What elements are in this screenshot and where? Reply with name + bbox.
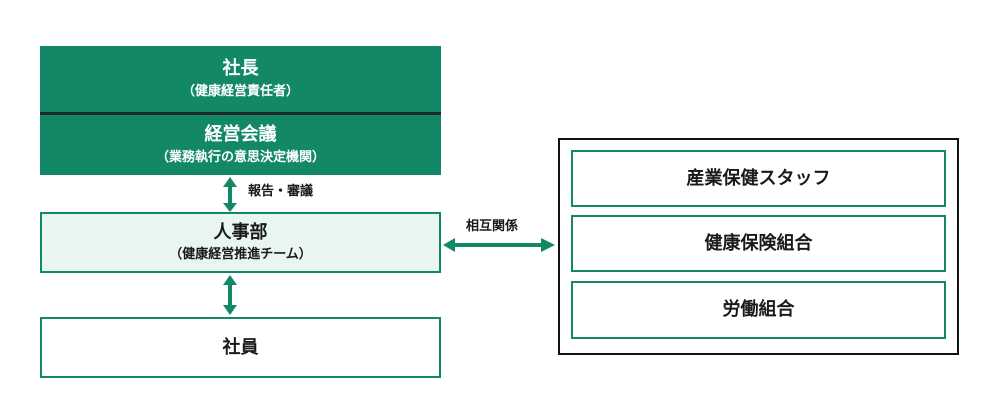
right-item-label: 産業保健スタッフ	[686, 167, 831, 189]
right-item-health-insurance: 健康保険組合	[571, 215, 946, 272]
hr-department-title: 人事部	[213, 221, 268, 243]
management-meeting-subtitle: （業務執行の意思決定機関）	[155, 149, 325, 165]
hr-department-subtitle: （健康経営推進チーム）	[169, 246, 312, 262]
report-deliberation-label: 報告・審議	[248, 184, 314, 199]
management-meeting-box: 経営会議 （業務執行の意思決定機関）	[40, 115, 441, 175]
president-meeting-divider	[40, 112, 441, 115]
hr-department-box: 人事部 （健康経営推進チーム）	[40, 212, 441, 273]
right-item-label: 健康保険組合	[704, 232, 813, 254]
meeting-hr-double-arrow	[223, 177, 237, 212]
right-item-occupational-health: 産業保健スタッフ	[571, 150, 946, 207]
hr-employees-double-arrow	[223, 275, 237, 315]
president-title: 社長	[222, 57, 259, 79]
employees-title: 社員	[222, 336, 259, 358]
president-box: 社長 （健康経営責任者）	[40, 46, 441, 112]
right-item-label: 労働組合	[722, 299, 795, 320]
employees-box: 社員	[40, 317, 441, 378]
president-subtitle: （健康経営責任者）	[181, 83, 299, 99]
management-meeting-title: 経営会議	[204, 123, 277, 145]
right-item-labor-union: 労働組合	[571, 281, 946, 339]
mutual-relation-double-arrow	[443, 238, 555, 252]
mutual-relation-label: 相互関係	[466, 219, 519, 234]
